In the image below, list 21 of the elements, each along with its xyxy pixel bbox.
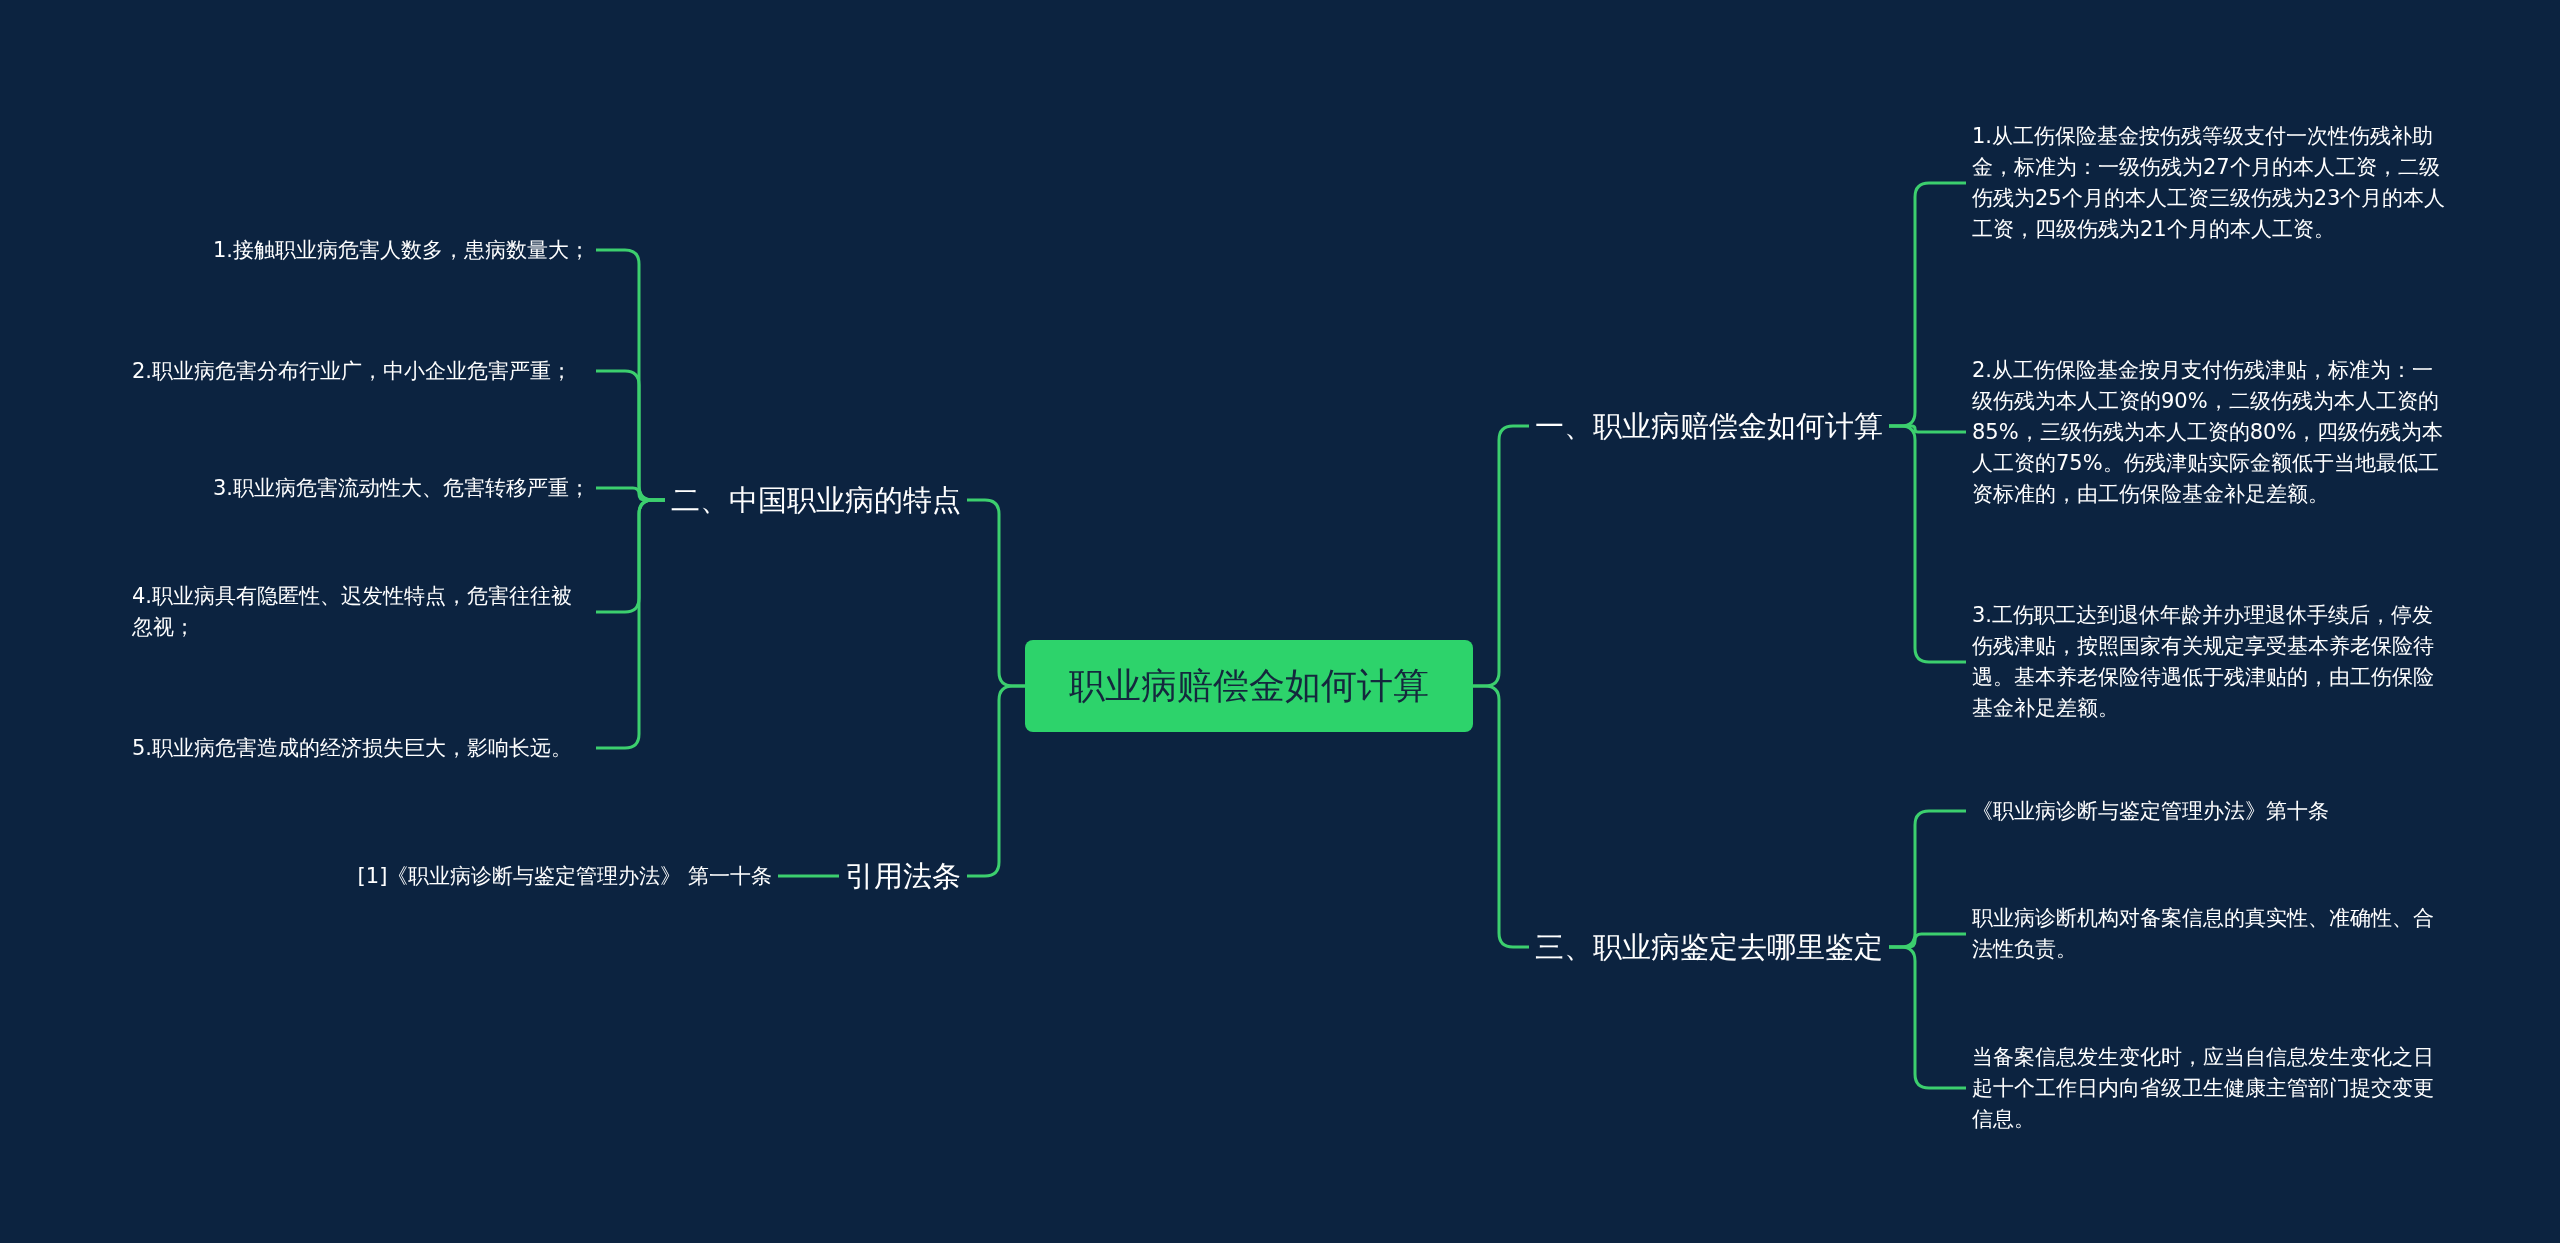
connector-line xyxy=(596,498,665,750)
branch-topic: 三、职业病鉴定去哪里鉴定 xyxy=(1529,928,1889,966)
connector-line xyxy=(1889,424,1966,664)
leaf-topic: 5.职业病危害造成的经济损失巨大，影响长远。 xyxy=(126,732,596,764)
leaf-topic: 1.从工伤保险基金按伤残等级支付一次性伤残补助金，标准为：一级伤残为27个月的本人工资，二级伤残为25个月的本人工资三级伤残为23个月的本人工资，四级伤残为21个月的本人工资。 xyxy=(1966,121,2456,245)
branch-topic: 一、职业病赔偿金如何计算 xyxy=(1529,407,1889,445)
leaf-topic: 2.从工伤保险基金按月支付伤残津贴，标准为：一级伤残为本人工资的90%，二级伤残为本人工资的85%，三级伤残为本人工资的80%，四级伤残为本人工资的75%。伤残津贴实际金额低于当地最低工资标准的，由工伤保险基金补足差额。 xyxy=(1966,354,2456,510)
leaf-topic: 3.职业病危害流动性大、危害转移严重； xyxy=(206,472,596,504)
leaf-topic: 《职业病诊断与鉴定管理办法》第十条 xyxy=(1966,795,2456,827)
leaf-topic: 4.职业病具有隐匿性、迟发性特点，危害往往被忽视； xyxy=(126,581,596,643)
leaf-topic: 当备案信息发生变化时，应当自信息发生变化之日起十个工作日内向省级卫生健康主管部门提交变更信息。 xyxy=(1966,1041,2456,1135)
leaf-topic: 2.职业病危害分布行业广，中小企业危害严重； xyxy=(126,355,596,387)
leaf-topic: [1]《职业病诊断与鉴定管理办法》 第一十条 xyxy=(351,860,778,892)
leaf-topic: 职业病诊断机构对备案信息的真实性、准确性、合法性负责。 xyxy=(1966,903,2456,965)
central-topic-box: 职业病赔偿金如何计算 xyxy=(1025,640,1473,732)
branch-topic: 引用法条 xyxy=(839,857,967,895)
leaf-topic: 3.工伤职工达到退休年龄并办理退休手续后，停发伤残津贴，按照国家有关规定享受基本养老保险待遇。基本养老保险待遇低于残津贴的，由工伤保险基金补足差额。 xyxy=(1966,600,2456,724)
connector-line xyxy=(1889,945,1966,1090)
connector-line xyxy=(778,874,839,878)
branch-topic: 二、中国职业病的特点 xyxy=(665,481,967,519)
leaf-topic: 1.接触职业病危害人数多，患病数量大； xyxy=(206,234,596,266)
